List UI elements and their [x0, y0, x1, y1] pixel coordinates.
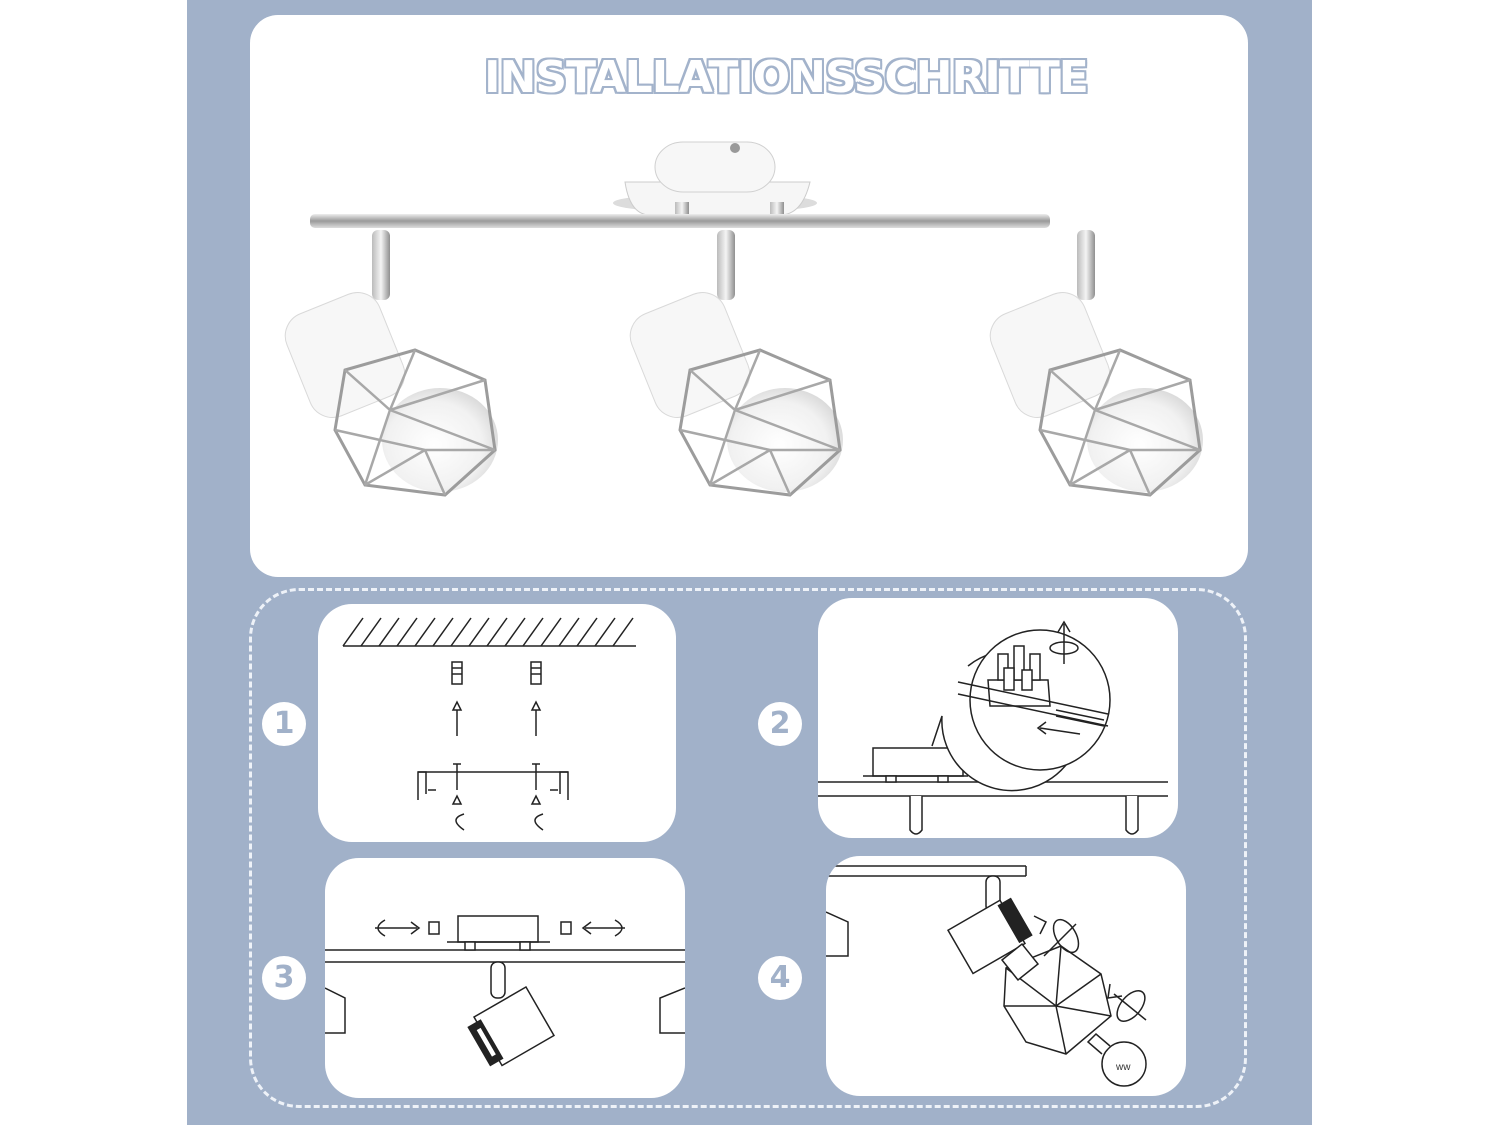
light-bulb-icon: ww [1086, 1032, 1147, 1087]
step-1-badge: 1 [262, 702, 306, 746]
step-2-card [818, 598, 1178, 838]
svg-text:ww: ww [1115, 1062, 1131, 1073]
rotate-arrow-icon [1049, 620, 1079, 664]
steps-frame [249, 588, 1247, 1108]
step-3-card [325, 858, 685, 1098]
step-4-diagram: ww [826, 865, 1147, 1087]
step-4-card: ww [826, 856, 1186, 1096]
page-title: INSTALLATIONSSCHRITTE [484, 52, 1089, 103]
rotate-arrow-icon [375, 919, 625, 937]
rotate-arrow-icon [1033, 915, 1147, 1022]
dowel-icon [451, 661, 542, 685]
step-2-diagram [818, 620, 1168, 835]
step-3-diagram [325, 915, 685, 1067]
step-2-badge: 2 [758, 702, 802, 746]
wire-connector-icon [957, 645, 1109, 727]
step-3-badge: 3 [262, 956, 306, 1000]
step-4-badge: 4 [758, 956, 802, 1000]
step-1-diagram [342, 617, 636, 831]
screw-icon [453, 763, 540, 790]
cage-shade-icon [1000, 942, 1112, 1055]
ceiling-lamp-illustration [284, 141, 1203, 497]
step-1-card [318, 604, 676, 842]
